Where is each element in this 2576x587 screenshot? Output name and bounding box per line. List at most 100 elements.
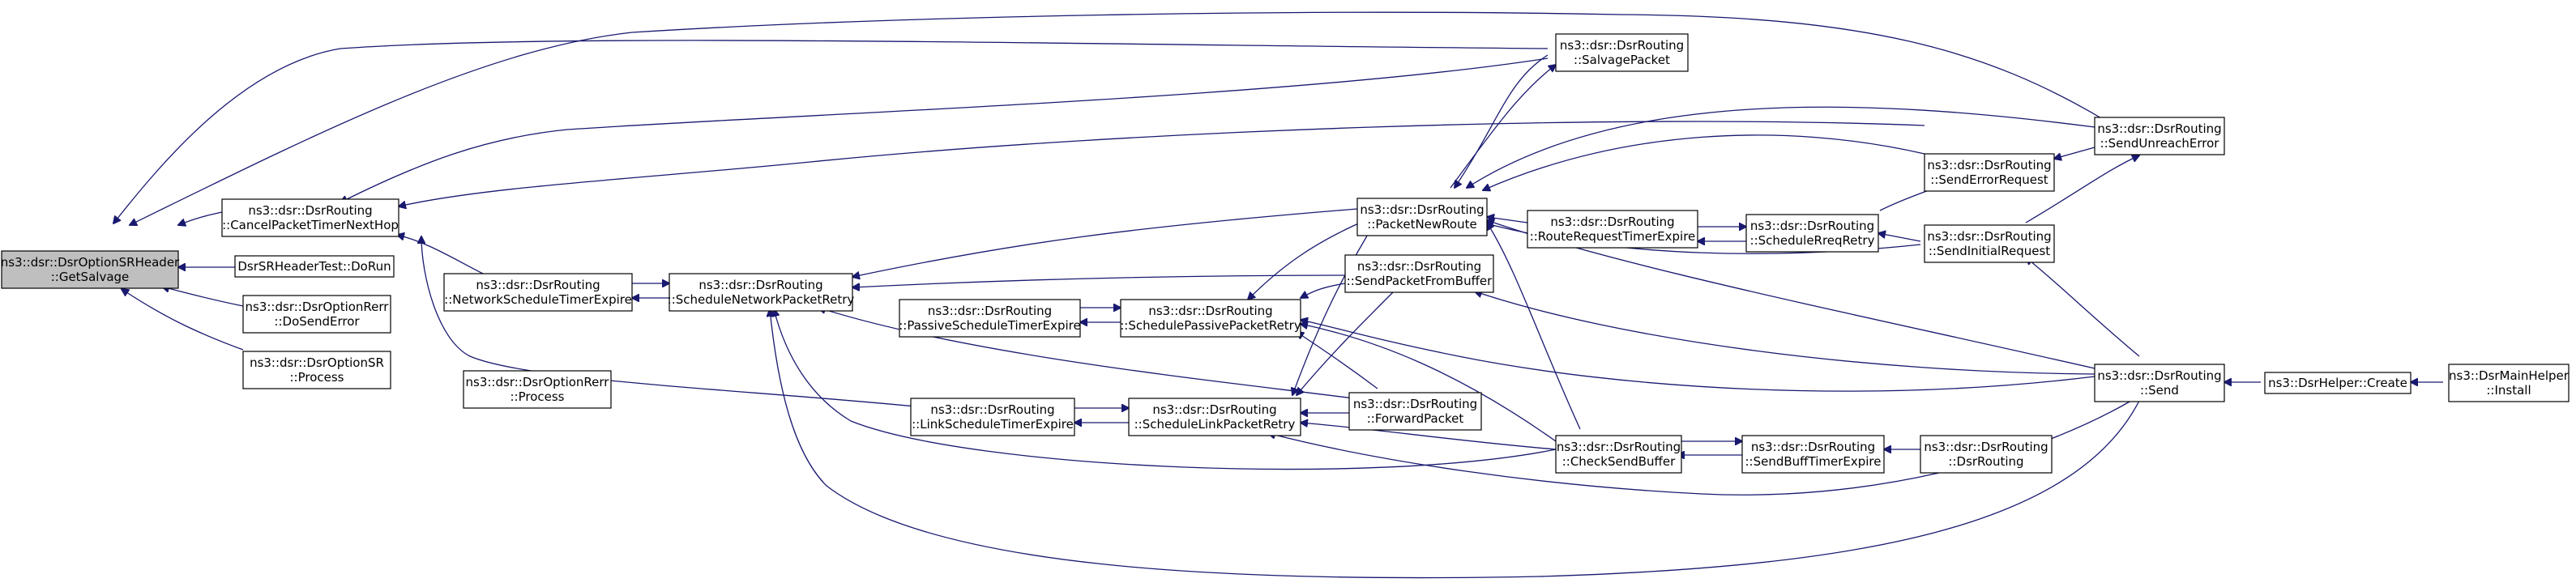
node-box	[1920, 435, 2053, 474]
nodes: ns3::dsr::DsrOptionSRHeader::GetSalvagen…	[1, 33, 2570, 474]
node-label: ns3::dsr::DsrRouting	[1751, 440, 1875, 454]
node-dsrrouting[interactable]: ns3::dsr::DsrRouting::DsrRouting	[1920, 435, 2053, 474]
node-box	[234, 255, 395, 278]
node-schedrreq[interactable]: ns3::dsr::DsrRouting::ScheduleRreqRetry	[1745, 214, 1879, 253]
node-label: ns3::dsr::DsrOptionSR	[250, 355, 384, 370]
node-getsalvage[interactable]: ns3::dsr::DsrOptionSRHeader::GetSalvage	[1, 250, 180, 289]
node-box	[1348, 392, 1482, 431]
node-netsched[interactable]: ns3::dsr::DsrRouting::NetworkScheduleTim…	[443, 273, 633, 312]
node-label: ns3::dsr::DsrRouting	[476, 278, 600, 292]
node-box	[1128, 398, 1301, 436]
node-sendbufftimer[interactable]: ns3::dsr::DsrRouting::SendBuffTimerExpir…	[1741, 435, 1885, 474]
node-maininstall[interactable]: ns3::DsrMainHelper::Install	[2448, 364, 2570, 402]
node-linksched[interactable]: ns3::dsr::DsrRouting::LinkScheduleTimerE…	[910, 398, 1075, 436]
node-box	[463, 370, 612, 409]
node-label: ::PassiveScheduleTimerExpire	[899, 318, 1081, 333]
node-label: DsrSRHeaderTest::DoRun	[237, 259, 391, 274]
node-checksendbuf[interactable]: ns3::dsr::DsrRouting::CheckSendBuffer	[1555, 435, 1682, 474]
node-label: ns3::dsr::DsrOptionRerr	[466, 375, 610, 389]
node-label: ::Install	[2486, 383, 2531, 398]
edge	[1487, 223, 1581, 430]
node-cancel[interactable]: ns3::dsr::DsrRouting::CancelPacketTimerN…	[221, 198, 399, 237]
node-sendunreach[interactable]: ns3::dsr::DsrRouting::SendUnreachError	[2094, 117, 2225, 155]
node-schedlink[interactable]: ns3::dsr::DsrRouting::ScheduleLinkPacket…	[1128, 398, 1301, 436]
node-helpercreate[interactable]: ns3::DsrHelper::Create	[2264, 372, 2412, 394]
node-label: ns3::dsr::DsrRouting	[2097, 368, 2221, 383]
edge	[1301, 423, 1557, 450]
node-box	[1924, 224, 2055, 263]
node-box	[242, 351, 391, 389]
edge	[113, 40, 1549, 223]
node-schedpassive[interactable]: ns3::dsr::DsrRouting::SchedulePassivePac…	[1120, 299, 1301, 338]
node-label: ns3::dsr::DsrRouting	[1927, 229, 2051, 244]
node-label: ns3::dsr::DsrRouting	[2097, 121, 2221, 136]
node-label: ::RouteRequestTimerExpire	[1530, 229, 1696, 244]
edge	[852, 274, 1346, 287]
edge	[1475, 291, 2095, 375]
node-srprocess[interactable]: ns3::dsr::DsrOptionSR::Process	[242, 351, 391, 389]
edge	[1455, 54, 1549, 188]
node-label: ns3::dsr::DsrRouting	[930, 402, 1054, 417]
node-label: ::ScheduleRreqRetry	[1750, 233, 1875, 248]
edge	[1301, 320, 2095, 392]
edge	[1248, 218, 1370, 300]
node-schednet[interactable]: ns3::dsr::DsrRouting::ScheduleNetworkPac…	[668, 273, 855, 312]
edge	[1878, 233, 1921, 242]
node-box	[2264, 372, 2412, 394]
node-label: ::GetSalvage	[51, 270, 130, 284]
node-box	[2094, 117, 2225, 155]
node-box	[1555, 435, 1682, 474]
edge	[1450, 65, 1556, 189]
edge	[421, 236, 916, 407]
node-label: ns3::dsr::DsrRouting	[1550, 215, 1674, 229]
node-box	[2094, 364, 2225, 402]
node-send[interactable]: ns3::dsr::DsrRouting::Send	[2094, 364, 2225, 402]
node-label: ns3::dsr::DsrRouting	[1557, 440, 1681, 454]
node-box	[1344, 254, 1494, 293]
node-box	[1, 250, 179, 289]
node-packetnewroute[interactable]: ns3::dsr::DsrRouting::PacketNewRoute	[1356, 198, 1488, 236]
node-label: ns3::dsr::DsrRouting	[1360, 202, 1484, 217]
node-label: ns3::dsr::DsrRouting	[928, 304, 1052, 318]
edge	[852, 208, 1358, 277]
edge	[122, 289, 244, 351]
node-box	[2448, 364, 2570, 402]
node-rreqtimer[interactable]: ns3::dsr::DsrRouting::RouteRequestTimerE…	[1527, 210, 1698, 249]
edge	[130, 11, 2108, 225]
node-box	[242, 295, 391, 334]
node-label: ::SendPacketFromBuffer	[1347, 274, 1493, 288]
node-dosenderror[interactable]: ns3::dsr::DsrOptionRerr::DoSendError	[242, 295, 391, 334]
node-dorun[interactable]: DsrSRHeaderTest::DoRun	[234, 255, 395, 278]
node-label: ::SalvagePacket	[1574, 53, 1670, 67]
node-sendpktbuf[interactable]: ns3::dsr::DsrRouting::SendPacketFromBuff…	[1344, 254, 1494, 293]
node-label: ::ScheduleNetworkPacketRetry	[668, 292, 855, 307]
node-label: ::DsrRouting	[1948, 454, 2023, 469]
node-label: ::SendUnreachError	[2100, 136, 2220, 151]
node-salvagepacket[interactable]: ns3::dsr::DsrRouting::SalvagePacket	[1555, 33, 1689, 72]
edge	[399, 121, 1925, 206]
node-rerrprocess[interactable]: ns3::dsr::DsrOptionRerr::Process	[463, 370, 612, 409]
node-box	[899, 299, 1081, 338]
node-box	[910, 398, 1075, 436]
node-box	[1555, 33, 1689, 72]
edge	[397, 235, 487, 276]
node-label: ::LinkScheduleTimerExpire	[912, 417, 1074, 432]
node-label: ns3::dsr::DsrRouting	[248, 203, 372, 218]
node-label: ::CancelPacketTimerNextHop	[222, 218, 399, 232]
node-senderrorreq[interactable]: ns3::dsr::DsrRouting::SendErrorRequest	[1924, 153, 2055, 192]
node-label: ::Process	[510, 389, 564, 404]
node-sendinitreq[interactable]: ns3::dsr::DsrRouting::SendInitialRequest	[1924, 224, 2055, 263]
edge	[2026, 257, 2140, 357]
node-box	[1120, 299, 1301, 338]
edge	[340, 57, 1549, 202]
node-label: ::PacketNewRoute	[1367, 217, 1476, 232]
node-passivesched[interactable]: ns3::dsr::DsrRouting::PassiveScheduleTim…	[899, 299, 1081, 338]
edge	[1297, 332, 1378, 389]
node-forwardpacket[interactable]: ns3::dsr::DsrRouting::ForwardPacket	[1348, 392, 1482, 431]
node-label: ::SendBuffTimerExpire	[1745, 454, 1881, 469]
node-label: ns3::dsr::DsrRouting	[1927, 158, 2051, 172]
edge	[1301, 283, 1346, 298]
node-label: ::ScheduleLinkPacketRetry	[1134, 417, 1296, 432]
edge	[1301, 324, 1557, 442]
